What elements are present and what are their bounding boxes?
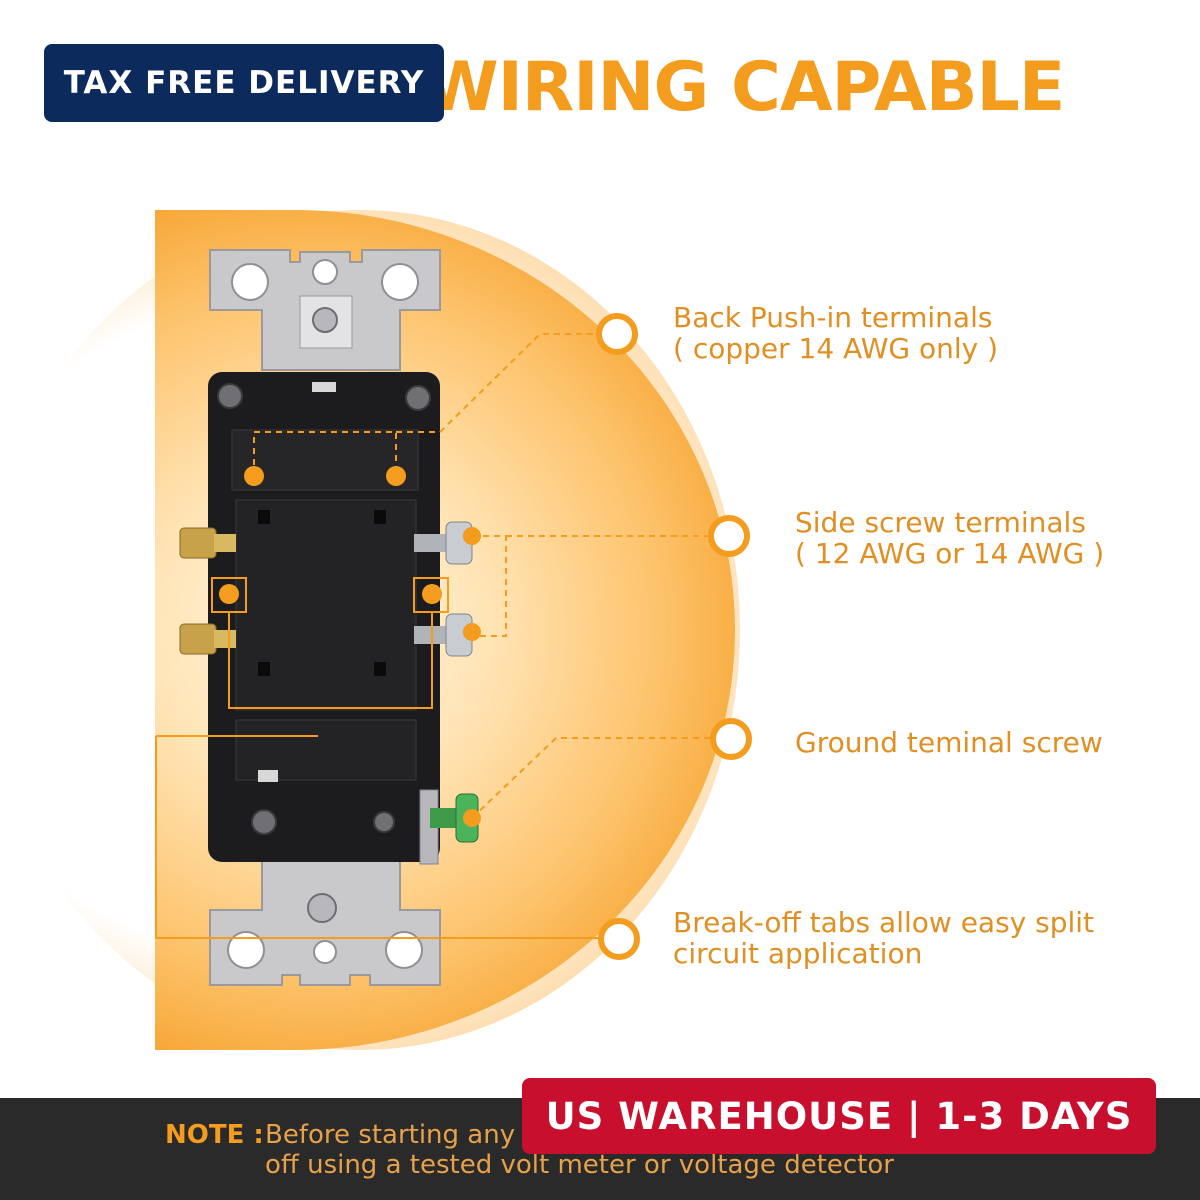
callout-ring-side-screw bbox=[708, 515, 750, 557]
note-label: NOTE : bbox=[165, 1120, 264, 1150]
callout-ring-back-push bbox=[596, 313, 638, 355]
silver-screws-right bbox=[414, 521, 473, 657]
mounting-strap-bottom bbox=[209, 849, 441, 986]
mounting-strap-top bbox=[209, 249, 441, 371]
callout-back-push: Back Push-in terminals ( copper 14 AWG o… bbox=[673, 302, 998, 364]
ground-screw bbox=[419, 789, 479, 865]
callout-break-off-line2: circuit application bbox=[673, 937, 923, 970]
brass-screws-left bbox=[179, 527, 236, 655]
callout-ground-line1: Ground teminal screw bbox=[795, 726, 1103, 759]
callout-break-off-line1: Break-off tabs allow easy split bbox=[673, 906, 1095, 939]
callout-ground: Ground teminal screw bbox=[795, 727, 1103, 758]
outlet-body bbox=[208, 372, 440, 862]
note-line-2: off using a tested volt meter or voltage… bbox=[265, 1150, 894, 1180]
callout-back-push-line2: ( copper 14 AWG only ) bbox=[673, 332, 999, 365]
callout-break-off: Break-off tabs allow easy split circuit … bbox=[673, 907, 1094, 969]
callout-side-screw-line2: ( 12 AWG or 14 AWG ) bbox=[795, 537, 1105, 570]
us-warehouse-badge: US WAREHOUSE | 1-3 DAYS bbox=[522, 1078, 1156, 1154]
callout-ring-ground bbox=[710, 718, 752, 760]
callout-ring-break-off bbox=[598, 918, 640, 960]
terminal-dots bbox=[219, 466, 481, 827]
callout-back-push-line1: Back Push-in terminals bbox=[673, 301, 993, 334]
callout-side-screw-line1: Side screw terminals bbox=[795, 506, 1086, 539]
callout-leader-lines bbox=[155, 333, 712, 939]
callout-side-screw: Side screw terminals ( 12 AWG or 14 AWG … bbox=[795, 507, 1104, 569]
note-line-1: Before starting any w bbox=[265, 1120, 545, 1150]
tax-free-delivery-badge: TAX FREE DELIVERY bbox=[44, 44, 444, 122]
